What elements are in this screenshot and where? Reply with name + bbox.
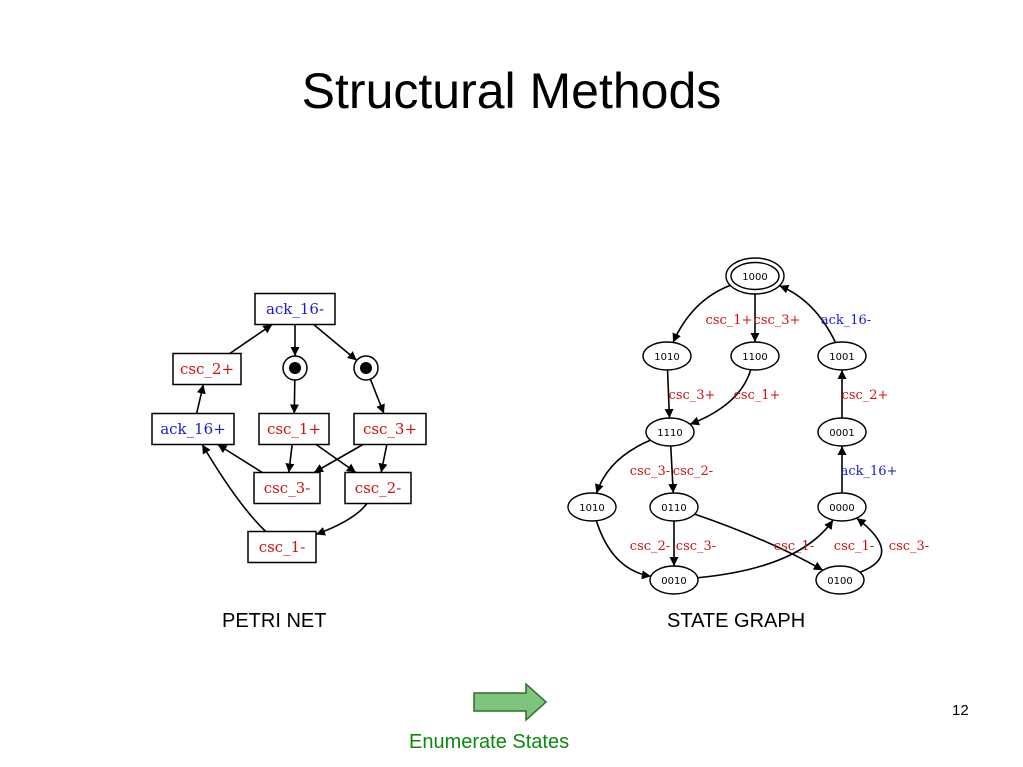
state-edge bbox=[664, 369, 674, 419]
state-label: 1100 bbox=[742, 352, 767, 363]
transition-csc3m[interactable]: csc_3- bbox=[253, 471, 321, 505]
transition-label: csc_2+ bbox=[180, 360, 234, 378]
token bbox=[289, 362, 301, 374]
place-p1[interactable] bbox=[282, 355, 308, 381]
state-label: 0010 bbox=[661, 576, 686, 587]
transition-label: csc_2- bbox=[355, 479, 402, 497]
petri-arc bbox=[229, 323, 273, 355]
edge-label: csc_1+ bbox=[734, 388, 781, 403]
state-s1010a[interactable]: 1010 bbox=[642, 341, 692, 371]
transition-ack16m[interactable]: ack_16- bbox=[254, 292, 336, 326]
state-s1100[interactable]: 1100 bbox=[730, 341, 780, 371]
state-s0010[interactable]: 0010 bbox=[649, 565, 699, 595]
state-s1001[interactable]: 1001 bbox=[817, 341, 867, 371]
right-arrow-icon[interactable] bbox=[472, 682, 550, 722]
petri-arc bbox=[285, 444, 295, 473]
transition-csc2m[interactable]: csc_2- bbox=[344, 471, 412, 505]
edge-label: csc_1- bbox=[834, 539, 874, 554]
edge-label: csc_1- bbox=[774, 539, 814, 554]
edge-label: csc_3- bbox=[676, 539, 716, 554]
state-graph-edge-labels: csc_1+csc_3+ack_16-csc_3+csc_1+csc_2+ack… bbox=[630, 313, 929, 554]
state-s0110[interactable]: 0110 bbox=[649, 492, 699, 522]
transition-csc3p[interactable]: csc_3+ bbox=[353, 412, 427, 446]
state-s0100[interactable]: 0100 bbox=[815, 565, 865, 595]
state-label: 0100 bbox=[827, 576, 852, 587]
edge-label: csc_2+ bbox=[842, 388, 889, 403]
state-graph-nodes: 1000 1010 1100 1001 1110 0001 1010 0110 0000 0010… bbox=[567, 257, 867, 595]
transition-label: ack_16- bbox=[266, 300, 324, 318]
transition-ack16p[interactable]: ack_16+ bbox=[151, 412, 235, 446]
edge-label: csc_3- bbox=[630, 464, 670, 479]
state-edge bbox=[779, 284, 837, 343]
state-edge bbox=[856, 517, 883, 574]
state-label: 0000 bbox=[829, 503, 854, 514]
transition-csc1m[interactable]: csc_1- bbox=[247, 530, 317, 564]
enumerate-states-label: Enumerate States bbox=[409, 731, 570, 753]
state-edge bbox=[595, 439, 651, 494]
petri-arc bbox=[313, 443, 364, 474]
transition-label: csc_1+ bbox=[267, 420, 321, 438]
state-label: 0001 bbox=[829, 428, 854, 439]
state-edge bbox=[672, 284, 731, 343]
edge-label: csc_2- bbox=[673, 464, 713, 479]
edge-label: ack_16- bbox=[821, 313, 871, 328]
petri-net-caption: PETRI NET bbox=[222, 610, 327, 632]
state-edge bbox=[689, 369, 752, 426]
petri-arc bbox=[195, 384, 206, 414]
petri-arc bbox=[315, 503, 368, 536]
slide-title: Structural Methods bbox=[301, 63, 722, 119]
state-s0000[interactable]: 0000 bbox=[817, 492, 867, 522]
state-s1000[interactable]: 1000 bbox=[725, 257, 785, 295]
state-s1010b[interactable]: 1010 bbox=[567, 492, 617, 522]
state-label: 1010 bbox=[579, 503, 604, 514]
transition-label: csc_1- bbox=[259, 538, 306, 556]
petri-arc bbox=[315, 443, 357, 474]
edge-label: csc_3+ bbox=[669, 388, 716, 403]
state-graph-edges bbox=[595, 284, 883, 580]
edge-label: csc_1+ bbox=[706, 313, 753, 328]
petri-arc bbox=[378, 444, 388, 473]
state-s1110[interactable]: 1110 bbox=[645, 417, 695, 447]
state-label: 1000 bbox=[742, 272, 767, 283]
petri-arc bbox=[217, 443, 263, 474]
petri-arc bbox=[369, 378, 385, 414]
token bbox=[360, 362, 372, 374]
edge-label: csc_2- bbox=[630, 539, 670, 554]
petri-arc bbox=[289, 379, 299, 414]
petri-net-nodes: ack_16-csc_2+ack_16+csc_1+csc_3+csc_3-cs… bbox=[151, 292, 427, 564]
transition-label: ack_16+ bbox=[160, 420, 226, 438]
petri-net-arcs bbox=[195, 323, 388, 536]
state-edge bbox=[595, 520, 651, 580]
state-edge bbox=[668, 445, 678, 494]
edge-label: csc_3- bbox=[889, 539, 929, 554]
edge-label: ack_16+ bbox=[841, 464, 898, 479]
edge-label: csc_3+ bbox=[754, 313, 801, 328]
petri-arc bbox=[313, 323, 358, 361]
transition-csc2p[interactable]: csc_2+ bbox=[172, 352, 242, 386]
state-label: 1110 bbox=[657, 428, 682, 439]
place-p2[interactable] bbox=[353, 355, 379, 381]
petri-arc bbox=[201, 444, 267, 533]
state-label: 1010 bbox=[654, 352, 679, 363]
state-edge bbox=[697, 519, 834, 579]
transition-label: csc_3+ bbox=[363, 420, 417, 438]
state-graph-caption: STATE GRAPH bbox=[667, 610, 806, 632]
transition-label: csc_3- bbox=[264, 479, 311, 497]
state-label: 1001 bbox=[829, 352, 854, 363]
transition-csc1p[interactable]: csc_1+ bbox=[258, 412, 330, 446]
state-s0001[interactable]: 0001 bbox=[817, 417, 867, 447]
state-edge bbox=[694, 513, 824, 571]
page-number: 12 bbox=[952, 702, 969, 719]
state-label: 0110 bbox=[661, 503, 686, 514]
